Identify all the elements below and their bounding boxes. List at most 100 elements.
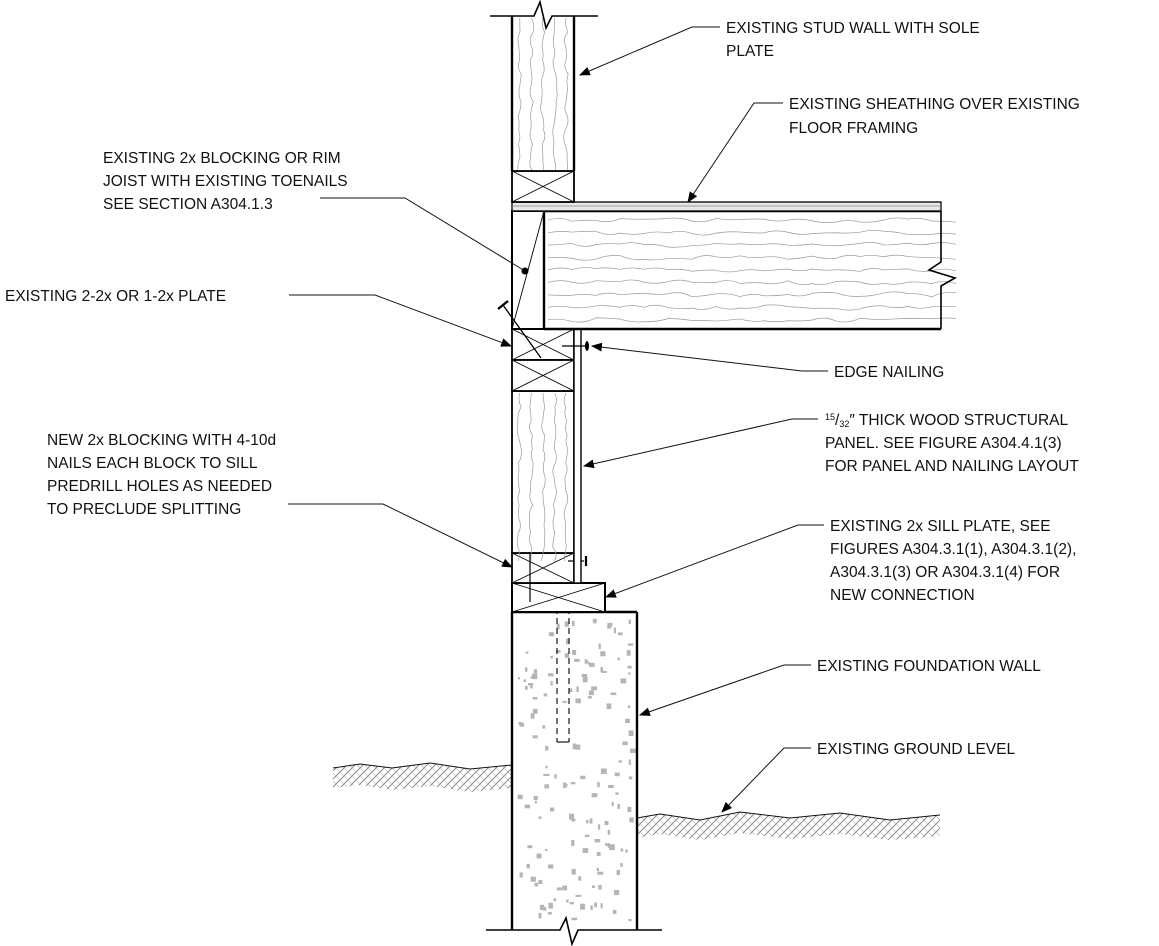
aggregate-speck <box>566 899 569 903</box>
aggregate-speck <box>609 844 615 851</box>
aggregate-speck <box>613 627 616 634</box>
aggregate-speck <box>588 690 594 696</box>
aggregate-speck <box>627 705 631 708</box>
aggregate-speck <box>545 765 548 769</box>
label-line: NAILS EACH BLOCK TO SILL <box>47 455 258 472</box>
aggregate-speck <box>523 679 527 683</box>
aggregate-speck <box>575 744 581 750</box>
aggregate-speck <box>598 643 601 649</box>
aggregate-speck <box>600 903 603 909</box>
wood-grain-line <box>547 279 957 285</box>
aggregate-speck <box>517 794 523 800</box>
aggregate-speck <box>574 658 580 662</box>
aggregate-speck <box>571 868 576 875</box>
wood-grain-line <box>547 317 957 323</box>
aggregate-speck <box>517 677 520 680</box>
label-line: EXISTING FOUNDATION WALL <box>817 658 1041 675</box>
wood-grain-line <box>547 267 957 273</box>
concrete-aggregate <box>517 618 636 922</box>
new-blocking <box>511 550 588 602</box>
aggregate-speck <box>618 632 623 636</box>
aggregate-speck <box>563 782 567 788</box>
label-line: EXISTING SHEATHING OVER EXISTING <box>789 96 1080 113</box>
aggregate-speck <box>606 703 612 710</box>
aggregate-speck <box>584 834 590 837</box>
wood-grain-line <box>547 304 957 311</box>
label-stud-wall: EXISTING STUD WALL WITH SOLE PLATE <box>726 20 980 60</box>
aggregate-speck <box>608 785 614 788</box>
label-line: FIGURES A304.3.1(1), A304.3.1(2), <box>830 541 1076 558</box>
aggregate-speck <box>598 824 601 830</box>
aggregate-speck <box>572 620 575 627</box>
aggregate-speck <box>625 718 630 723</box>
wood-grain-line <box>547 217 957 223</box>
aggregate-speck <box>543 693 548 697</box>
aggregate-speck <box>548 902 553 909</box>
label-sill-plate: EXISTING 2x SILL PLATE, SEE FIGURES A304… <box>830 518 1076 604</box>
label-line: PREDRILL HOLES AS NEEDED <box>47 478 272 495</box>
floor-sheathing <box>511 201 942 212</box>
label-panel: 15/32″ THICK WOOD STRUCTURAL PANEL. SEE … <box>825 412 1079 475</box>
sill-plate <box>511 563 606 613</box>
wood-grain-line <box>540 392 546 562</box>
aggregate-speck <box>614 772 620 777</box>
aggregate-speck <box>628 672 631 675</box>
aggregate-speck <box>592 885 595 888</box>
aggregate-speck <box>548 911 552 915</box>
aggregate-speck <box>627 643 634 646</box>
aggregate-speck <box>582 848 589 853</box>
aggregate-speck <box>620 678 627 684</box>
label-line: PLATE <box>726 43 774 60</box>
panel-thickness-numerator: 15 <box>825 412 835 422</box>
aggregate-speck <box>519 872 523 878</box>
aggregate-speck <box>530 876 536 882</box>
aggregate-speck <box>600 651 606 657</box>
aggregate-speck <box>536 853 542 859</box>
aggregate-speck <box>550 807 555 812</box>
aggregate-speck <box>532 697 538 700</box>
aggregate-speck <box>548 673 554 677</box>
aggregate-speck <box>571 839 575 846</box>
aggregate-speck <box>600 768 607 774</box>
aggregate-speck <box>562 700 567 703</box>
aggregate-speck <box>591 686 597 691</box>
aggregate-speck <box>554 774 557 779</box>
aggregate-speck <box>589 662 595 667</box>
wood-grain-line <box>517 17 522 173</box>
aggregate-speck <box>627 665 632 669</box>
aggregate-speck <box>622 741 628 746</box>
double-plate <box>511 328 575 392</box>
aggregate-speck <box>564 653 570 658</box>
label-line: EXISTING STUD WALL WITH SOLE <box>726 20 980 37</box>
aggregate-speck <box>545 848 548 851</box>
lower-stud <box>511 390 575 562</box>
label-blocking-rim: EXISTING 2x BLOCKING OR RIM JOIST WITH E… <box>103 150 348 213</box>
aggregate-speck <box>527 845 533 849</box>
aggregate-speck <box>607 829 611 835</box>
aggregate-speck <box>542 725 546 729</box>
aggregate-speck <box>617 657 620 661</box>
aggregate-speck <box>596 852 601 856</box>
aggregate-speck <box>628 619 631 625</box>
aggregate-speck <box>532 735 538 739</box>
label-line: 15/32″ THICK WOOD STRUCTURAL <box>825 412 1068 429</box>
label-line: JOIST WITH EXISTING TOENAILS <box>103 173 348 190</box>
aggregate-speck <box>569 902 574 905</box>
aggregate-speck <box>544 784 550 789</box>
label-edge-nailing: EDGE NAILING <box>834 364 944 381</box>
aggregate-speck <box>538 879 543 884</box>
aggregate-speck <box>530 713 535 719</box>
aggregate-speck <box>588 695 592 699</box>
label-line: NEW 2x BLOCKING WITH 4-10d <box>47 432 276 449</box>
aggregate-speck <box>555 650 561 653</box>
label-plate: EXISTING 2-2x OR 1-2x PLATE <box>5 288 226 305</box>
aggregate-speck <box>592 618 597 623</box>
aggregate-speck <box>629 817 634 823</box>
aggregate-speck <box>627 807 632 812</box>
aggregate-speck <box>587 661 590 665</box>
wood-grain-line <box>516 392 522 562</box>
wood-grain-line <box>563 392 569 562</box>
aggregate-speck <box>576 686 579 692</box>
aggregate-speck <box>542 907 547 911</box>
